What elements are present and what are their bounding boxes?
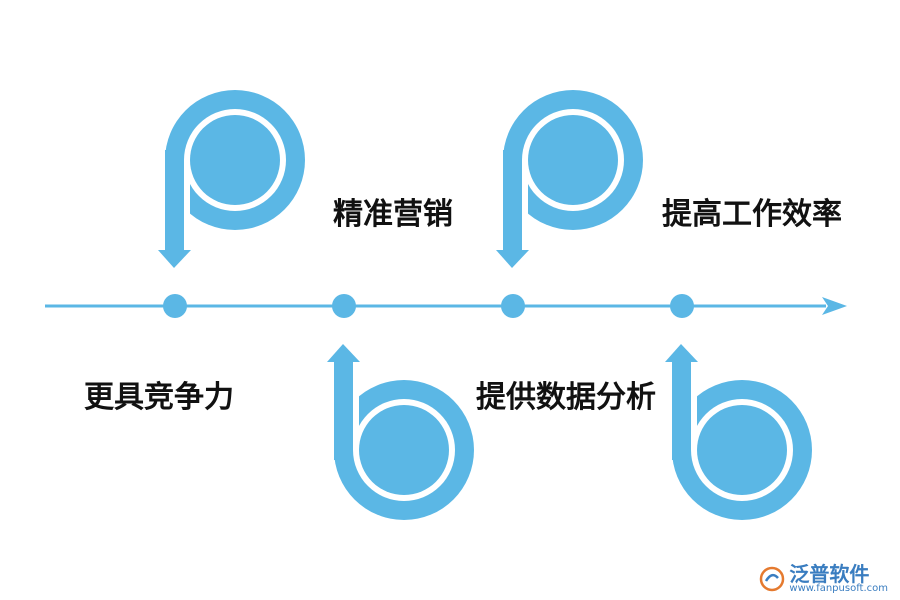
p-shape-icon	[496, 90, 643, 268]
milestone-dot	[670, 294, 694, 318]
b-shape-icon	[665, 344, 812, 520]
p-shape-icon	[158, 90, 305, 268]
milestone-dot	[501, 294, 525, 318]
fanpu-logo-icon	[760, 566, 785, 592]
timeline-arrowhead	[822, 297, 847, 315]
label-data-analysis: 提供数据分析	[476, 380, 656, 415]
label-improve-efficiency: 提高工作效率	[662, 197, 842, 232]
watermark-logo: 泛普软件 www.fanpusoft.com	[759, 564, 888, 594]
milestone-dot	[163, 294, 187, 318]
b-shape-icon	[327, 344, 474, 520]
label-precise-marketing: 精准营销	[333, 197, 453, 232]
label-more-competitive: 更具竞争力	[84, 380, 234, 415]
watermark-name: 泛普软件	[789, 562, 870, 586]
watermark-url: www.fanpusoft.com	[789, 583, 888, 594]
milestone-dot	[332, 294, 356, 318]
